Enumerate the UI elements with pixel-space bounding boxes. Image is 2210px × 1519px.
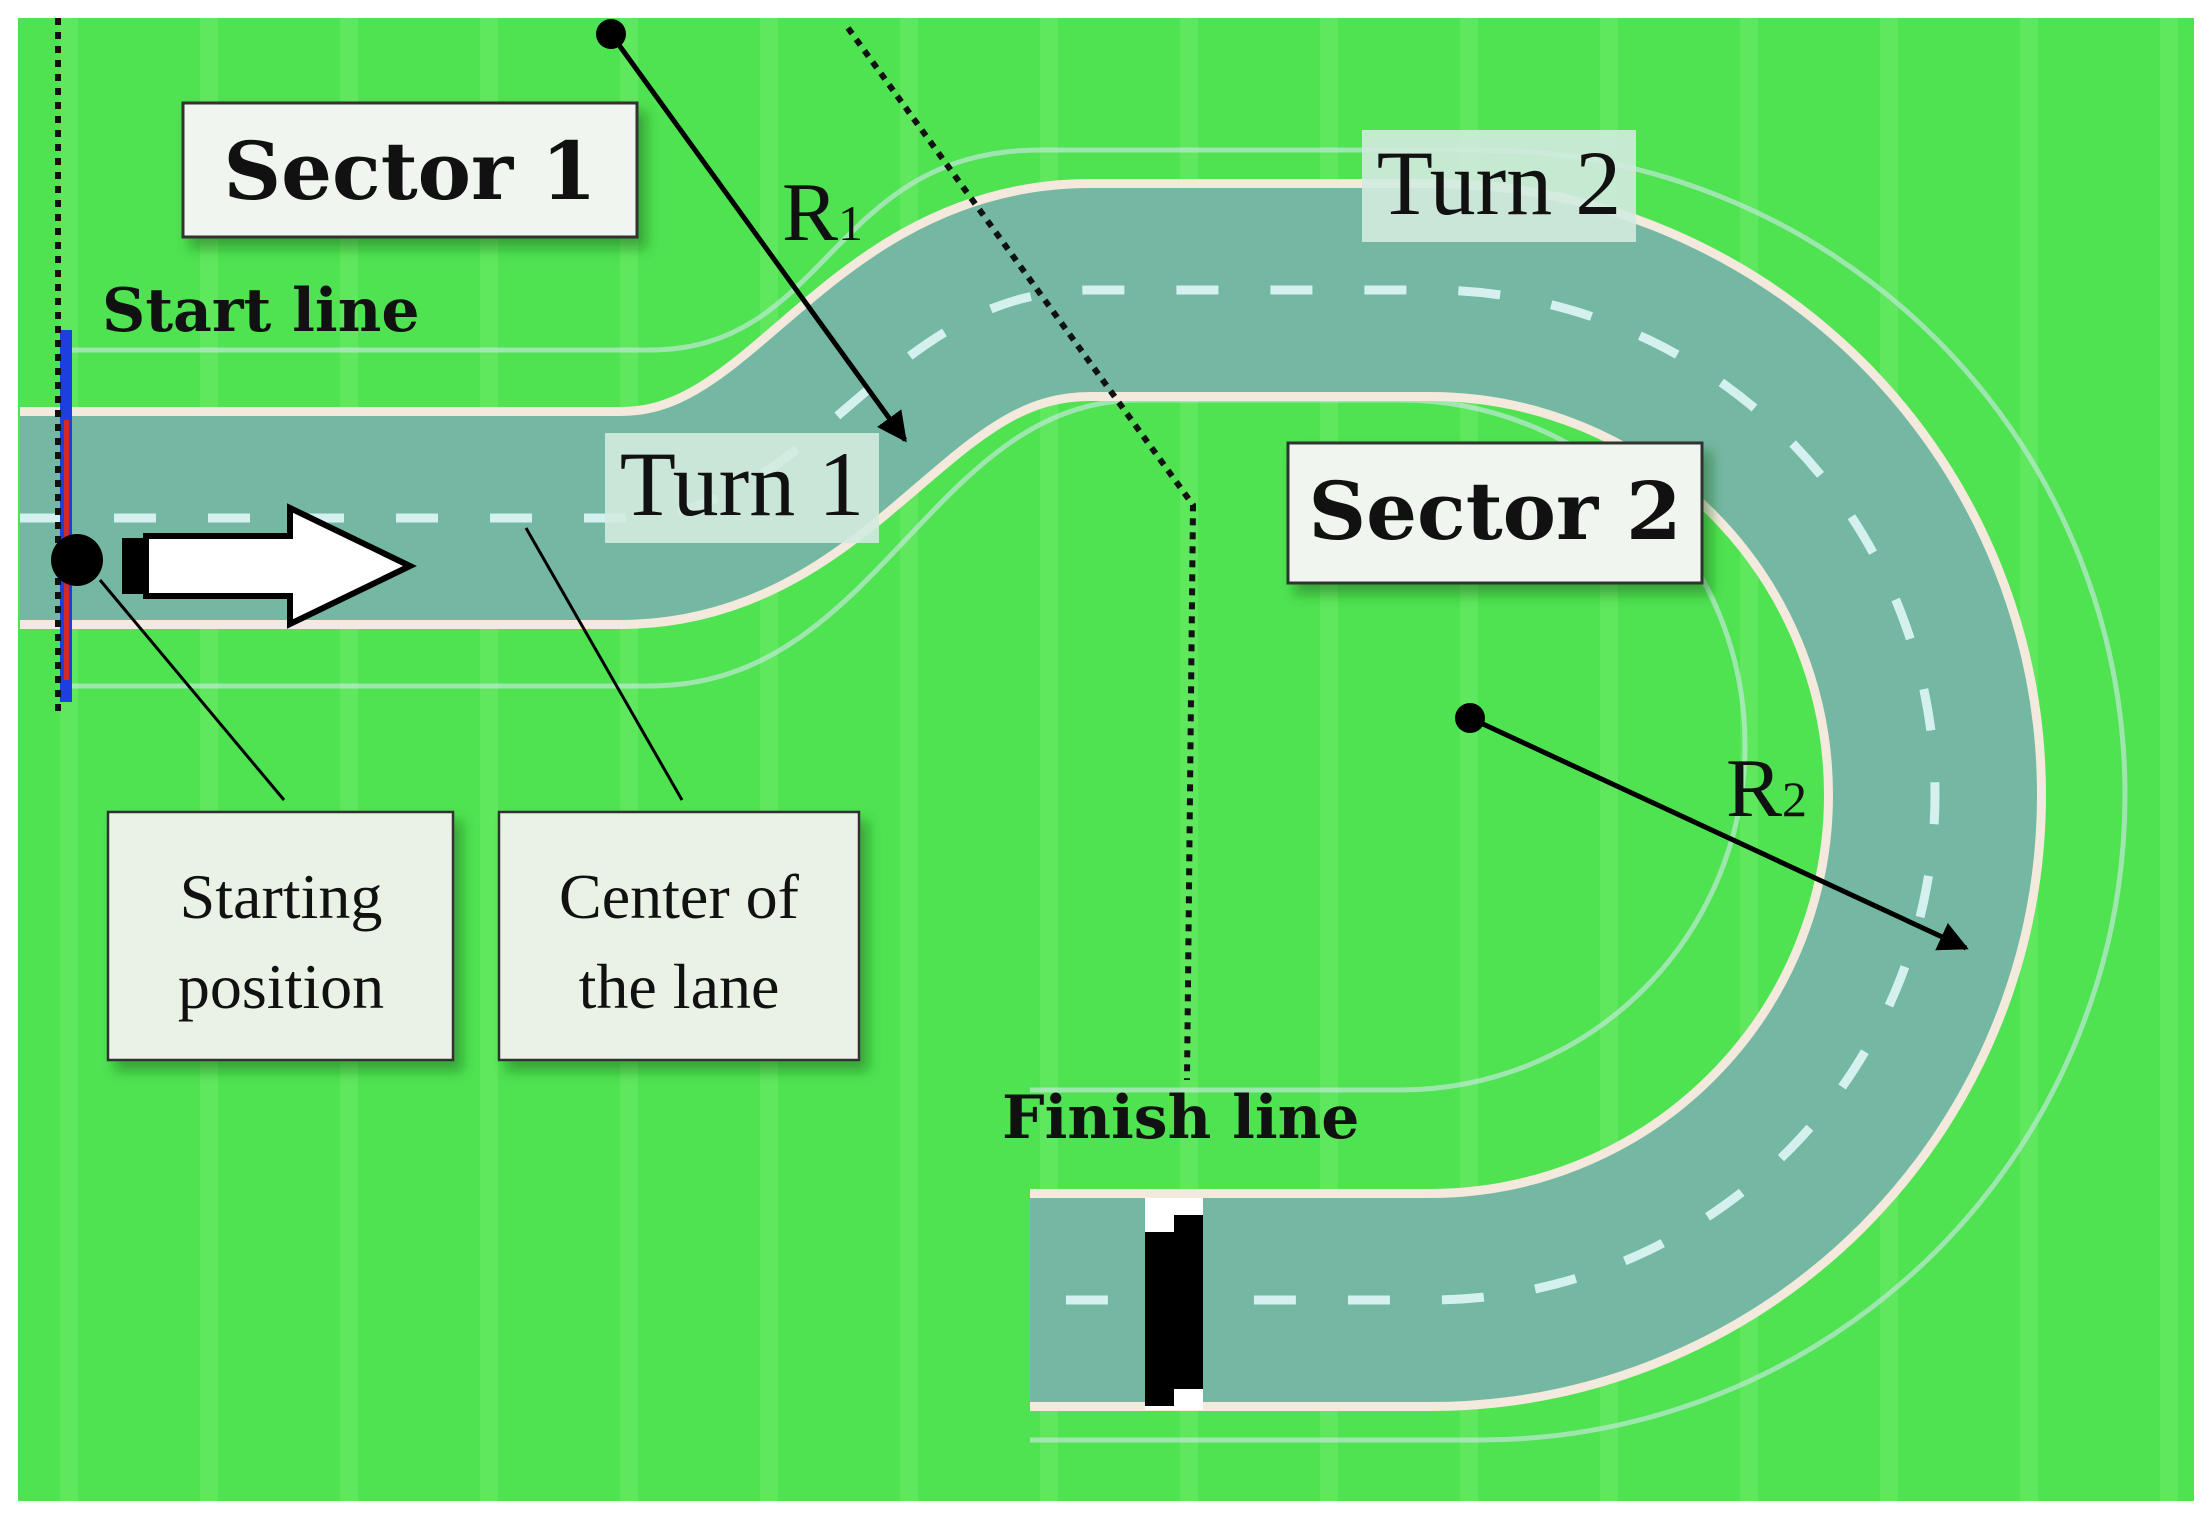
start-line-marker [60, 330, 72, 702]
starting-position-text-line1: Starting [180, 861, 383, 932]
center-lane-callout [497, 810, 861, 1062]
r1-subscript: 1 [838, 195, 863, 251]
turn2-label-bg [1362, 130, 1636, 242]
finish-checkered-line [1145, 1198, 1203, 1410]
starting-position-callout [106, 810, 455, 1062]
sector1-box [181, 101, 639, 239]
radius-r2-arrow [1455, 703, 1969, 951]
r1-label: R1 [782, 166, 863, 259]
r2-label: R2 [1726, 742, 1807, 835]
radius-r1-arrow [596, 19, 908, 443]
sector-boundaries [55, 18, 1197, 1081]
center-lane-marking [20, 285, 1940, 1305]
turn1-label-bg [605, 433, 879, 543]
sector2-label: Sector 2 [1308, 464, 1681, 558]
sector1-label: Sector 1 [223, 124, 596, 218]
center-lane-pointer [524, 527, 684, 801]
starting-position-text-line2: position [178, 951, 384, 1022]
turn1-label: Turn 1 [620, 433, 865, 535]
center-lane-text-line1: Center of [559, 861, 800, 932]
direction-arrow [122, 503, 417, 629]
starting-position-pointer [98, 579, 286, 801]
start-line-label: Start line [102, 276, 420, 346]
sector2-box [1286, 441, 1704, 585]
r2-main: R [1726, 742, 1782, 835]
r1-main: R [782, 166, 838, 259]
starting-position-dot [51, 534, 103, 586]
finish-line-label: Finish line [1002, 1083, 1359, 1153]
center-lane-text-line2: the lane [579, 951, 780, 1022]
turn2-label: Turn 2 [1377, 132, 1622, 234]
r2-subscript: 2 [1782, 771, 1807, 827]
